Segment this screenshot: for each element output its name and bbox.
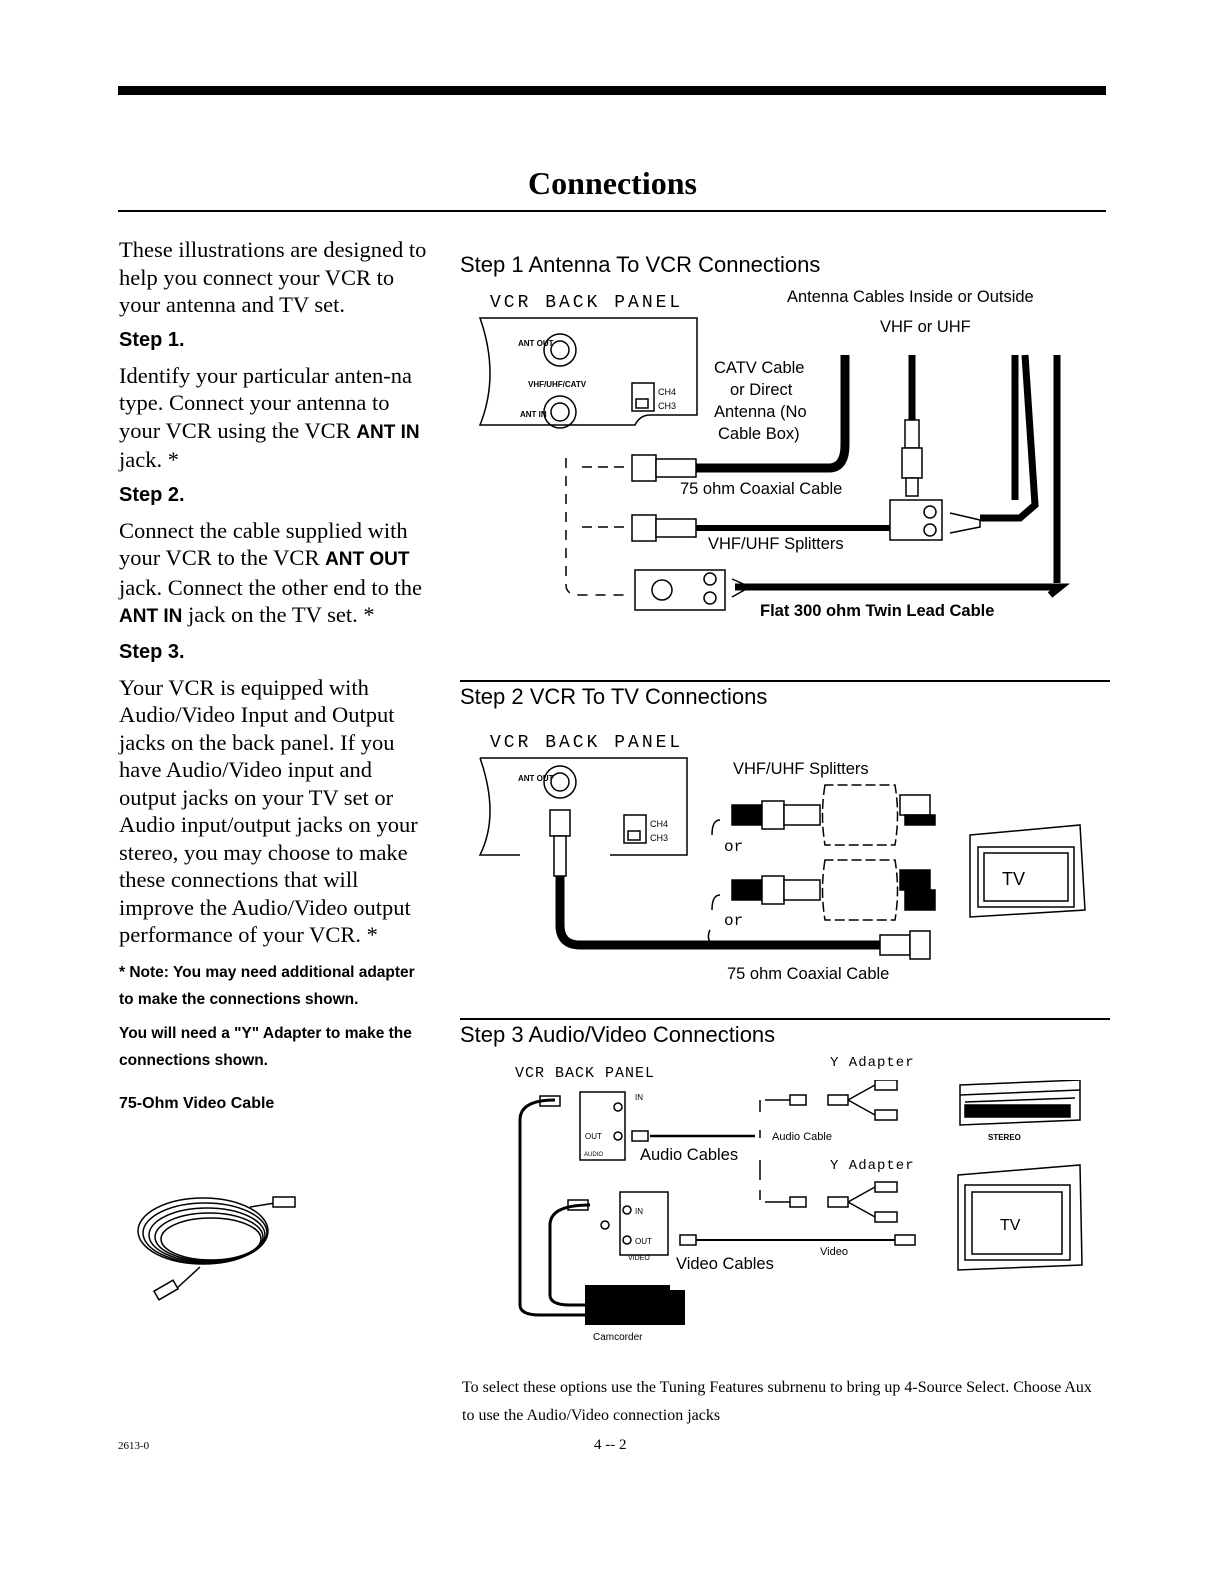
- note-adapter: * Note: You may need additional adapter …: [119, 963, 415, 1009]
- step1-heading: Step 1.: [119, 328, 185, 351]
- s3-out-1: OUT: [585, 1132, 602, 1141]
- left-column: These illustrations are designed to help…: [119, 236, 429, 1113]
- s2-tv-label: TV: [1002, 869, 1025, 889]
- s1-ch3: CH3: [658, 401, 676, 411]
- s3-in-1: IN: [635, 1093, 643, 1102]
- footer-text: To select these options use the Tuning F…: [462, 1379, 1092, 1424]
- s1-ant-out: ANT OUT: [518, 339, 554, 348]
- y-adapter-1: Y Adapter: [830, 1055, 915, 1071]
- title-rule: [118, 210, 1106, 212]
- step2-text-c: jack on the TV set. *: [182, 602, 375, 627]
- s1-ant-in: ANT IN: [520, 410, 547, 419]
- or-1: or: [724, 838, 744, 856]
- footer-code: 2613-0: [118, 1440, 150, 1452]
- step3-diagram: IN OUT AUDIO IN OUT VIDEO Audio Cable Vi…: [518, 1080, 1083, 1343]
- audio-cables-label: Audio Cables: [640, 1146, 739, 1164]
- or-2: or: [724, 912, 744, 930]
- step2-bold2: ANT IN: [119, 606, 183, 627]
- page-title: Connections: [528, 165, 697, 201]
- page-number: 4 -- 2: [594, 1437, 627, 1453]
- catv-label: CATV Cable or Direct Antenna (No Cable B…: [714, 357, 807, 445]
- intro-text: These illustrations are designed to help…: [119, 237, 427, 317]
- step1-bold: ANT IN: [356, 421, 420, 443]
- s1-vhf-uhf-catv: VHF/UHF/CATV: [528, 380, 587, 389]
- s3-audio-cable: Audio Cable: [772, 1131, 832, 1143]
- step2-text-b: jack. Connect the other end to the: [119, 574, 423, 600]
- top-bar: [118, 86, 1106, 95]
- s3-in-2: IN: [635, 1207, 643, 1216]
- step1-coax-label: 75 ohm Coaxial Cable: [680, 480, 843, 498]
- s3-video: Video: [820, 1246, 848, 1258]
- s3-camcorder: Camcorder: [593, 1332, 643, 1343]
- video-cables-label: Video Cables: [676, 1255, 774, 1273]
- step2-coax-label: 75 ohm Coaxial Cable: [727, 965, 890, 983]
- cable-label: 75-Ohm Video Cable: [119, 1094, 275, 1112]
- step3-heading: Step 3.: [119, 640, 185, 663]
- twin-lead-label: Flat 300 ohm Twin Lead Cable: [760, 602, 995, 620]
- step1-text-a: Identify your particular anten-na type. …: [119, 362, 412, 443]
- s3-tv: TV: [1000, 1217, 1021, 1234]
- antenna-cables-label: Antenna Cables Inside or Outside: [787, 288, 1034, 306]
- step2-heading: Step 2 VCR To TV Connections: [460, 684, 768, 709]
- step2-vcr-back-panel: VCR BACK PANEL: [490, 733, 684, 753]
- catv-line2: or Direct: [730, 381, 793, 399]
- s3-audio-jack: AUDIO: [584, 1152, 603, 1158]
- step2-diagram: ANT OUT CH4 CH3 TV: [478, 757, 1086, 960]
- step2-text: Connect the cable supplied with your VCR…: [119, 517, 429, 631]
- step1-text-b: jack. *: [119, 447, 179, 472]
- s3-out-2: OUT: [635, 1237, 652, 1246]
- step3-text: Your VCR is equipped with Audio/Video In…: [119, 674, 418, 948]
- step1-splitters-label: VHF/UHF Splitters: [708, 535, 844, 553]
- s2-ant-out: ANT OUT: [518, 774, 554, 783]
- step1-diagram: ANT OUT VHF/UHF/CATV ANT IN CH4 CH3: [478, 317, 1070, 611]
- step1-heading-right: Step 1 Antenna To VCR Connections: [460, 252, 821, 277]
- step2-heading: Step 2.: [119, 483, 185, 506]
- y-adapter-2: Y Adapter: [830, 1158, 915, 1174]
- step1-vcr-back-panel: VCR BACK PANEL: [490, 293, 684, 313]
- vhf-uhf-label: VHF or UHF: [880, 318, 971, 336]
- step2-text-a: Connect the cable supplied with your VCR…: [119, 517, 408, 571]
- coiled-cable-illustration: [137, 1196, 296, 1301]
- step2-bold1: ANT OUT: [325, 549, 410, 570]
- s3-video-jack: VIDEO: [628, 1255, 650, 1262]
- step1-text: Identify your particular anten-na type. …: [119, 362, 429, 474]
- catv-line4: Cable Box): [718, 425, 800, 443]
- s3-stereo: STEREO: [988, 1133, 1021, 1142]
- s2-ch4: CH4: [650, 819, 668, 829]
- catv-line1: CATV Cable: [714, 359, 805, 377]
- step3-vcr-back-panel: VCR BACK PANEL: [515, 1065, 656, 1082]
- step3-heading: Step 3 Audio/Video Connections: [460, 1022, 776, 1047]
- s1-ch4: CH4: [658, 387, 676, 397]
- step3-rule: [460, 1018, 1110, 1020]
- step2-rule: [460, 680, 1110, 682]
- catv-line3: Antenna (No: [714, 403, 807, 421]
- note-y-adapter: You will need a "Y" Adapter to make the …: [119, 1024, 412, 1070]
- s2-ch3: CH3: [650, 833, 668, 843]
- step2-splitters-label: VHF/UHF Splitters: [733, 760, 869, 778]
